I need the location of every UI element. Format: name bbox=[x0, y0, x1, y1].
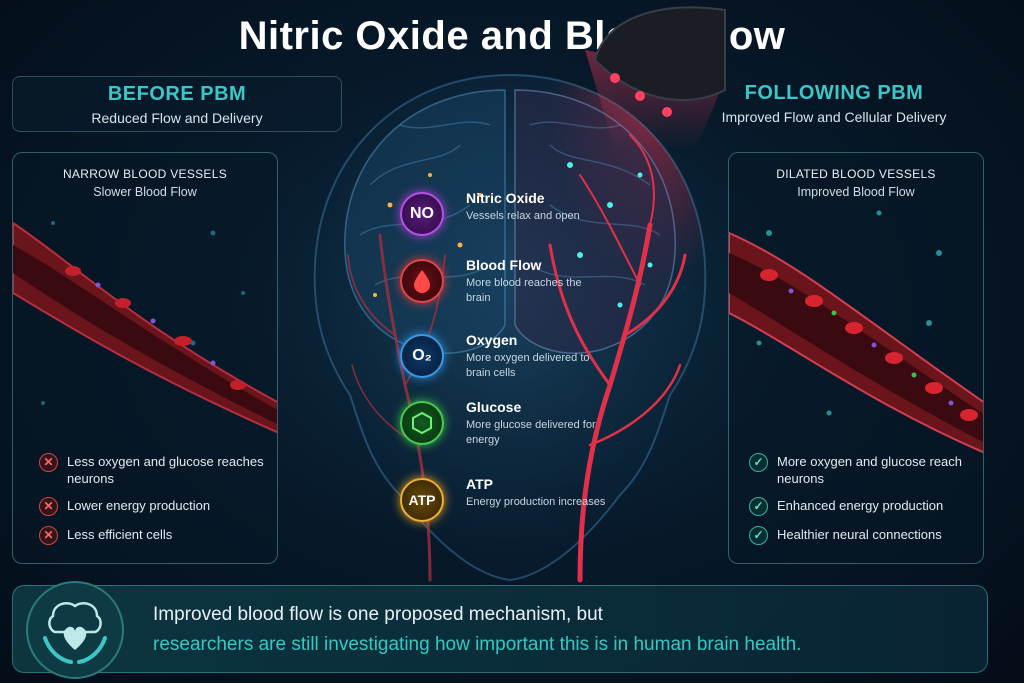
list-item: ✓ Enhanced energy production bbox=[749, 497, 969, 516]
check-circle-icon: ✓ bbox=[749, 453, 768, 472]
check-circle-icon: ✓ bbox=[749, 497, 768, 516]
after-panel: DILATED BLOOD VESSELS Improved Blood Flo… bbox=[728, 152, 984, 564]
after-header: FOLLOWING PBM Improved Flow and Cellular… bbox=[684, 76, 984, 132]
blood-drop-icon bbox=[400, 259, 444, 303]
factor-glucose: Glucose More glucose delivered for energ… bbox=[400, 399, 600, 453]
x-circle-icon: ✕ bbox=[39, 453, 58, 472]
factor-oxygen: O₂ Oxygen More oxygen delivered to brain… bbox=[400, 332, 600, 386]
before-panel-title: NARROW BLOOD VESSELS bbox=[62, 167, 228, 181]
list-item: ✓ More oxygen and glucose reach neurons bbox=[749, 453, 969, 487]
after-subheading: Improved Flow and Cellular Delivery bbox=[721, 109, 947, 125]
before-header: BEFORE PBM Reduced Flow and Delivery bbox=[12, 76, 342, 132]
atp-icon: ATP bbox=[400, 478, 444, 522]
list-item: ✕ Less oxygen and glucose reaches neuron… bbox=[39, 453, 269, 487]
nitric-oxide-icon: NO bbox=[400, 192, 444, 236]
factor-atp: ATP ATP Energy production increases bbox=[400, 476, 605, 530]
before-panel: NARROW BLOOD VESSELS Slower Blood Flow ✕… bbox=[12, 152, 278, 564]
hexagon-molecule-icon bbox=[400, 401, 444, 445]
before-subheading: Reduced Flow and Delivery bbox=[91, 110, 263, 126]
list-item: ✕ Lower energy production bbox=[39, 497, 269, 516]
pbm-light-device bbox=[585, 6, 726, 150]
factor-nitric-oxide: NO Nitric Oxide Vessels relax and open bbox=[400, 190, 600, 244]
x-circle-icon: ✕ bbox=[39, 526, 58, 545]
bottom-banner: Improved blood flow is one proposed mech… bbox=[12, 581, 988, 679]
oxygen-icon: O₂ bbox=[400, 334, 444, 378]
narrow-vessel-illustration bbox=[13, 221, 277, 434]
check-circle-icon: ✓ bbox=[749, 526, 768, 545]
list-item: ✓ Healthier neural connections bbox=[749, 526, 969, 545]
before-panel-subtitle: Slower Blood Flow bbox=[93, 185, 197, 199]
after-panel-title: DILATED BLOOD VESSELS bbox=[776, 167, 936, 181]
banner-line-1: Improved blood flow is one proposed mech… bbox=[153, 604, 603, 625]
before-list: ✕ Less oxygen and glucose reaches neuron… bbox=[39, 453, 269, 555]
brain-heart-hands-icon bbox=[26, 581, 124, 679]
banner-line-2: researchers are still investigating how … bbox=[153, 634, 802, 655]
after-list: ✓ More oxygen and glucose reach neurons … bbox=[749, 453, 969, 555]
factor-blood-flow: Blood Flow More blood reaches the brain bbox=[400, 257, 600, 311]
after-panel-subtitle: Improved Blood Flow bbox=[797, 185, 915, 199]
list-item: ✕ Less efficient cells bbox=[39, 526, 269, 545]
dilated-vessel-illustration bbox=[729, 210, 983, 453]
before-heading: BEFORE PBM bbox=[107, 83, 247, 105]
page-title: Nitric Oxide and Blood Flow bbox=[238, 14, 786, 58]
x-circle-icon: ✕ bbox=[39, 497, 58, 516]
after-heading: FOLLOWING PBM bbox=[744, 82, 924, 104]
